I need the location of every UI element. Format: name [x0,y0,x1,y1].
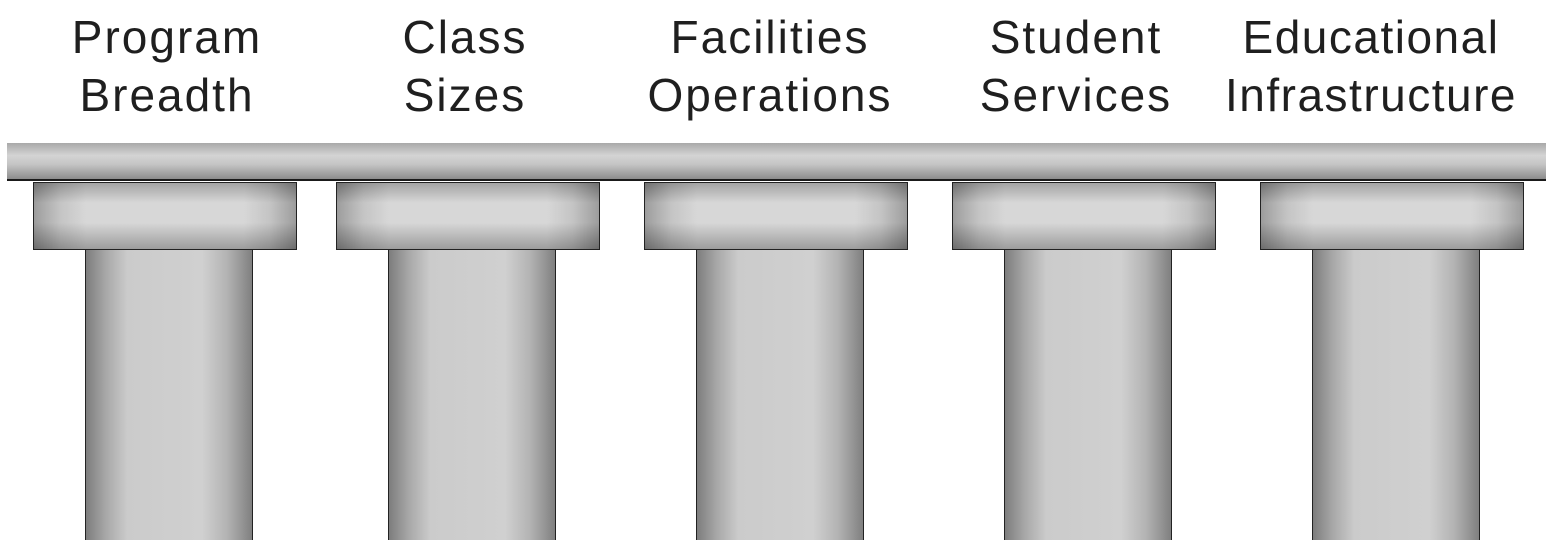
pillar-label-line2: Breadth [79,69,255,121]
pillar-capital-educational-infrastructure [1260,182,1524,250]
pillar-label-line2: Services [979,69,1173,121]
pillar-shaft-class-sizes [388,250,556,540]
pillar-label-program-breadth: Program Breadth [12,8,322,124]
pillar-shaft-facilities-operations [696,250,864,540]
pillar-shaft-student-services [1004,250,1172,540]
pillar-shaft-educational-infrastructure [1312,250,1480,540]
pillar-label-line1: Facilities [670,11,870,63]
pillar-label-line1: Educational [1242,11,1500,63]
pillar-capital-class-sizes [336,182,600,250]
pillar-capital-facilities-operations [644,182,908,250]
pillar-label-line1: Program [71,11,263,63]
pillar-shaft-program-breadth [85,250,253,540]
pillar-label-group-class-sizes: Class Sizes [320,0,610,533]
pillar-label-facilities-operations: Facilities Operations [620,8,920,124]
pillar-capital-student-services [952,182,1216,250]
pillar-label-line1: Student [989,11,1163,63]
pillar-label-group-educational-infrastructure: Educational Infrastructure [1198,0,1544,533]
pillar-label-student-services: Student Services [952,8,1200,124]
pillar-label-line1: Class [402,11,528,63]
pillar-label-group-student-services: Student Services [952,0,1200,533]
pillar-label-line2: Sizes [403,69,527,121]
pillar-label-class-sizes: Class Sizes [320,8,610,124]
pillar-capital-program-breadth [33,182,297,250]
pillar-label-line2: Operations [647,69,893,121]
pillar-label-educational-infrastructure: Educational Infrastructure [1198,8,1544,124]
pillar-label-group-facilities-operations: Facilities Operations [620,0,920,533]
pillar-label-group-program-breadth: Program Breadth [12,0,322,533]
pillar-label-line2: Infrastructure [1225,69,1517,121]
top-beam [7,143,1546,181]
